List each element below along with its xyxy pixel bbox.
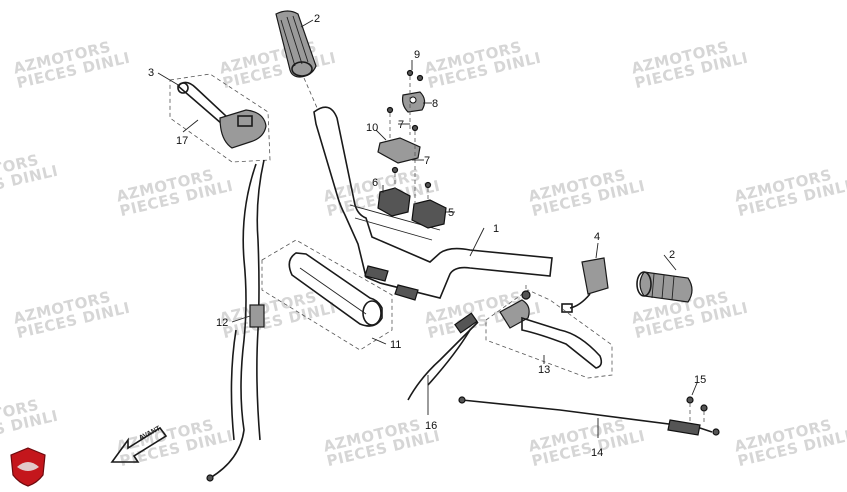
grip-right [636,271,693,303]
callout-label: 4 [594,231,600,243]
callout-label: 15 [694,374,706,386]
callout-label: 3 [148,67,154,79]
callout-label: 14 [591,447,603,459]
callout-label: 16 [425,420,437,432]
clutch-cable [458,396,720,438]
callout-label: 9 [414,49,420,61]
kill-switch [561,257,609,313]
callout-label: 12 [216,317,228,329]
callout-label: 13 [538,364,550,376]
handlebar [313,106,553,301]
callout-label: 11 [390,339,401,351]
front-arrow-icon [110,426,168,463]
callout-label: 6 [372,177,378,189]
callout-label: 7 [424,155,430,167]
callout-label: 5 [448,207,454,219]
brand-logo [10,447,46,487]
left-brake-lever [169,73,271,163]
left-brake-cable [206,159,265,482]
handlebar-clamp [377,69,447,229]
callout-label: 2 [314,13,320,25]
callout-label: 2 [669,249,675,261]
callout-label: 8 [432,98,438,110]
callout-label: 17 [176,135,188,147]
throttle-cable [407,312,479,415]
right-brake-lever [485,285,613,379]
grip-left [275,10,317,78]
handlebar-pad [261,239,393,351]
callout-label: 1 [493,223,499,235]
callout-label: 7 [398,119,404,131]
bolts [686,382,708,424]
callout-label: 10 [366,122,378,134]
